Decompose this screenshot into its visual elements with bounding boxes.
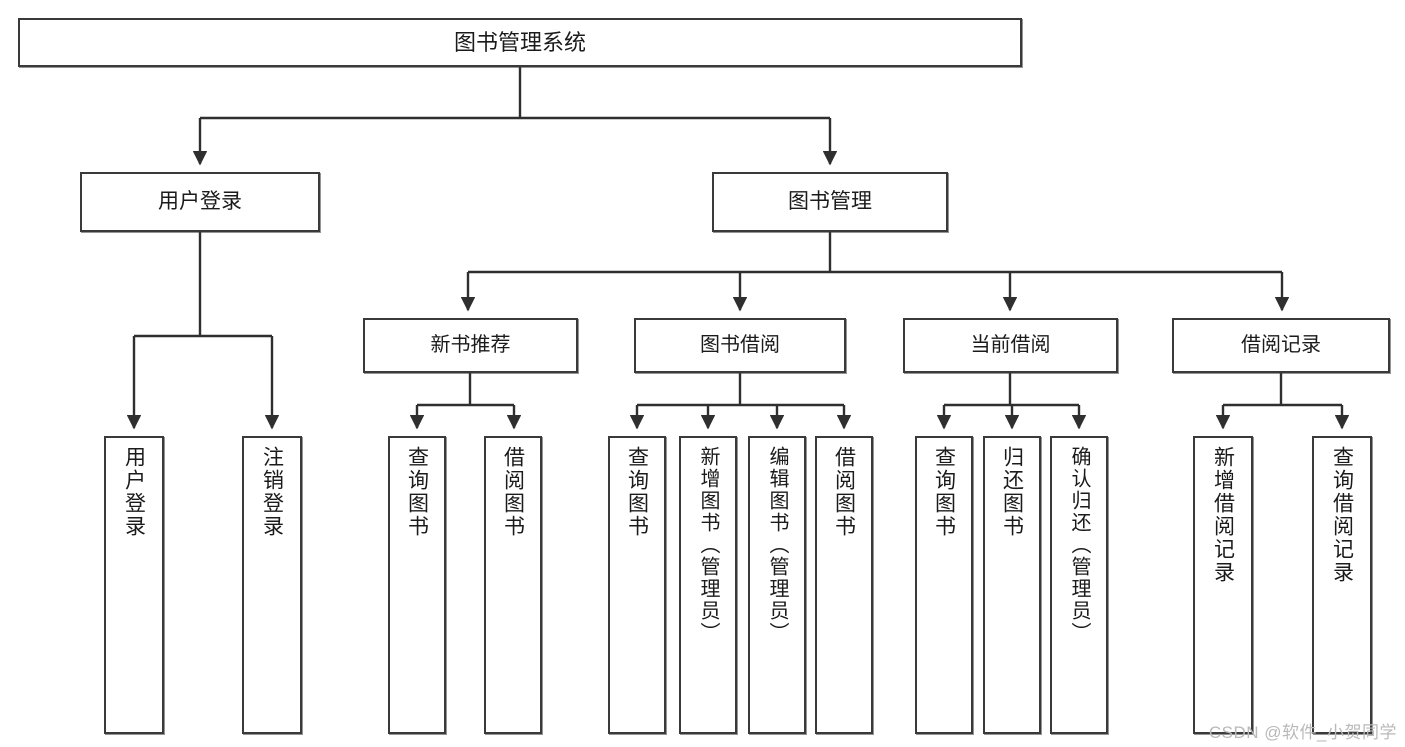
- node-leaf-borrow-book-recommend-label: 借阅图书: [501, 446, 525, 538]
- node-new-book-recommend-label: 新书推荐: [430, 333, 511, 356]
- node-borrow-record-label: 借阅记录: [1241, 333, 1321, 356]
- node-root[interactable]: 图书管理系统: [18, 18, 1022, 67]
- node-leaf-confirm-return-label: 确认归还（管理员）: [1068, 446, 1090, 644]
- node-user-login-label: 用户登录: [158, 189, 242, 213]
- node-book-manage[interactable]: 图书管理: [712, 172, 948, 232]
- node-book-borrow-label: 图书借阅: [700, 333, 780, 356]
- node-leaf-logout[interactable]: 注销登录: [242, 436, 302, 734]
- node-borrow-record[interactable]: 借阅记录: [1172, 318, 1390, 373]
- node-leaf-add-borrow-record-label: 新增借阅记录: [1211, 446, 1235, 584]
- node-leaf-query-book-recommend-label: 查询图书: [405, 446, 429, 538]
- node-leaf-user-login[interactable]: 用户登录: [104, 436, 164, 734]
- node-root-label: 图书管理系统: [453, 29, 586, 55]
- node-leaf-edit-book-label: 编辑图书（管理员）: [766, 446, 788, 644]
- node-leaf-query-borrow-record-label: 查询借阅记录: [1330, 446, 1354, 584]
- node-leaf-borrow-book-recommend[interactable]: 借阅图书: [484, 436, 542, 734]
- node-leaf-user-login-label: 用户登录: [122, 446, 146, 538]
- node-leaf-add-borrow-record[interactable]: 新增借阅记录: [1193, 436, 1253, 734]
- node-leaf-add-book-label: 新增图书（管理员）: [697, 446, 719, 644]
- node-leaf-add-book[interactable]: 新增图书（管理员）: [679, 436, 737, 734]
- node-book-manage-label: 图书管理: [788, 189, 872, 213]
- node-leaf-query-book-current-label: 查询图书: [932, 446, 956, 538]
- node-leaf-query-book-borrow[interactable]: 查询图书: [608, 436, 666, 734]
- node-leaf-logout-label: 注销登录: [260, 446, 284, 538]
- node-leaf-return-book[interactable]: 归还图书: [983, 436, 1041, 734]
- node-leaf-query-borrow-record[interactable]: 查询借阅记录: [1312, 436, 1372, 734]
- csdn-watermark: CSDN @软件_小贺同学: [1208, 723, 1397, 742]
- node-book-borrow[interactable]: 图书借阅: [634, 318, 846, 373]
- node-leaf-query-book-borrow-label: 查询图书: [625, 446, 649, 538]
- node-leaf-return-book-label: 归还图书: [1000, 446, 1024, 538]
- node-leaf-query-book-recommend[interactable]: 查询图书: [388, 436, 446, 734]
- node-current-borrow[interactable]: 当前借阅: [903, 318, 1118, 373]
- node-leaf-confirm-return[interactable]: 确认归还（管理员）: [1050, 436, 1108, 734]
- node-current-borrow-label: 当前借阅: [970, 333, 1051, 356]
- node-leaf-edit-book[interactable]: 编辑图书（管理员）: [748, 436, 806, 734]
- node-user-login[interactable]: 用户登录: [80, 172, 320, 232]
- node-leaf-borrow-book[interactable]: 借阅图书: [815, 436, 873, 734]
- node-leaf-borrow-book-label: 借阅图书: [832, 446, 856, 538]
- node-new-book-recommend[interactable]: 新书推荐: [363, 318, 578, 373]
- node-leaf-query-book-current[interactable]: 查询图书: [915, 436, 973, 734]
